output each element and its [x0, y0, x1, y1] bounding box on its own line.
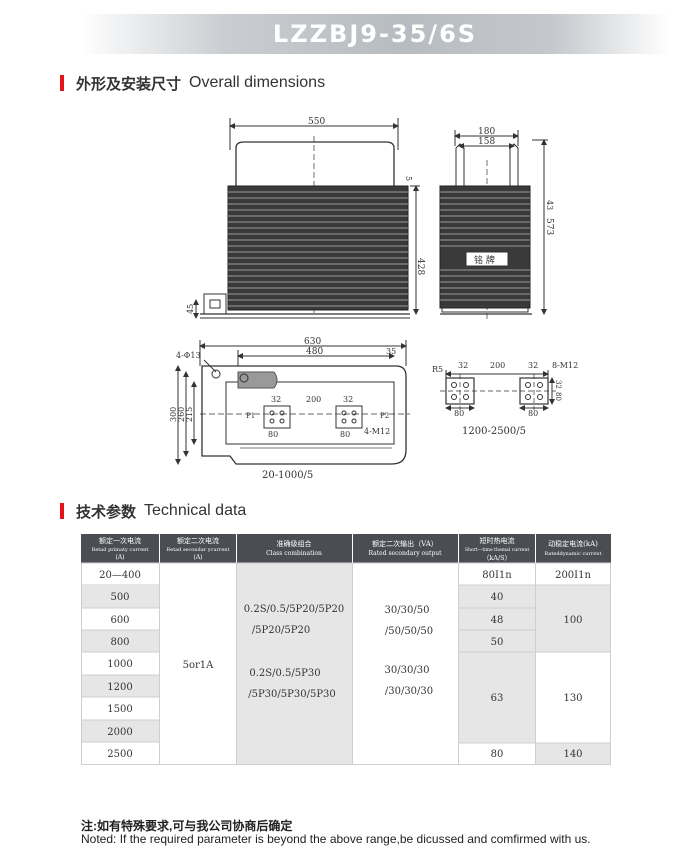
class-group2-line1: 0.2S/0.5/5P30	[249, 668, 320, 679]
header-primary-en: Retad primaty current	[92, 547, 149, 553]
class-group1-line2: /5P20/5P20	[252, 625, 310, 636]
detail-ratio-label: 1200-2500/5	[462, 426, 526, 437]
dimensions-title-cn: 外形及安装尺寸	[76, 74, 182, 93]
technical-heading: 技术参数 Technical data	[60, 501, 246, 521]
primary-current-cell: 2500	[107, 749, 132, 760]
technical-title-en: Technical data	[144, 502, 247, 519]
dynamic-current-cell: 130	[563, 693, 582, 704]
thermal-current-cell: 80I1n	[482, 570, 512, 581]
side-width-outer-label: 180	[478, 127, 495, 137]
dimensions-heading: 外形及安装尺寸 Overall dimensions	[60, 73, 325, 93]
primary-current-cell: 500	[110, 592, 129, 603]
detail-a-label: 32	[458, 361, 468, 370]
header-dynamic-en: Rateddynamic current	[545, 551, 602, 557]
primary-current-cell: 2000	[107, 727, 132, 738]
terminal-width-2: 80	[340, 430, 350, 439]
heading-accent-bar	[60, 503, 64, 519]
terminal-dim-b: 200	[306, 395, 321, 404]
detail-c-label: 32	[528, 361, 538, 370]
side-height-small-label: 43	[545, 200, 554, 210]
thermal-current-cell: 50	[491, 637, 504, 648]
detail-bolts-label: 8-M12	[552, 361, 578, 370]
terminal-p2-label: P2	[380, 412, 389, 420]
detail-b-label: 200	[490, 361, 505, 370]
primary-current-cell: 800	[110, 637, 129, 648]
thermal-current-cell: 48	[491, 615, 504, 626]
product-model-title: LZZBJ9-35/6S	[272, 20, 478, 48]
front-small-dim-label: 5	[404, 176, 413, 181]
header-secondary-en: Retad secondar ycurrent	[166, 547, 229, 553]
header-primary-cn: 额定一次电流	[99, 536, 141, 545]
header-class-cn: 准确级组合	[277, 539, 312, 548]
header-secondary-cn: 额定二次电流	[177, 536, 219, 545]
side-width-inner-label: 158	[478, 137, 495, 147]
technical-data-table: 额定一次电流 Retad primaty current (A) 额定二次电流 …	[81, 534, 611, 765]
dynamic-current-cell: 100	[563, 615, 582, 626]
detail-w1-label: 80	[454, 409, 464, 418]
front-height-label: 428	[415, 258, 425, 275]
detail-h2-label: 80	[554, 392, 562, 401]
secondary-current-cell: 5or1A	[183, 660, 215, 671]
technical-title-cn: 技术参数	[76, 502, 137, 521]
terminal-p1-label: P1	[246, 412, 255, 420]
note-en: Noted: If the required parameter is beyo…	[81, 832, 591, 846]
nameplate-label: 铭 牌	[474, 254, 495, 266]
header-thermal-unit: （kA/S）	[483, 554, 511, 562]
front-view-drawing: 550 428 5 45	[186, 117, 425, 319]
class-group1-line1: 0.2S/0.5/5P20/5P20	[244, 604, 344, 615]
side-height-label: 573	[544, 218, 554, 235]
detail-h1-label: 32	[554, 380, 562, 389]
detail-r-label: R5	[432, 365, 443, 374]
header-dynamic-cn: 动稳定电流(kA)	[548, 539, 598, 548]
primary-current-cell: 20—400	[99, 570, 141, 581]
output-group2-line1: 30/30/30	[385, 665, 430, 676]
plan-view-drawing: 630 480 35 4-Φ13 32 200 32 80 80 4-M12 P…	[169, 337, 410, 481]
title-banner: LZZBJ9-35/6S	[80, 14, 670, 54]
technical-drawings: 550 428 5 45	[169, 117, 578, 481]
primary-current-cell: 600	[110, 615, 129, 626]
plan-height-outer-label: 300	[169, 407, 178, 422]
thermal-current-cell: 80	[491, 749, 504, 760]
heading-accent-bar	[60, 75, 64, 91]
plan-holes-label: 4-Φ13	[176, 351, 201, 360]
plan-right-dim-label: 35	[386, 347, 396, 356]
header-thermal-cn: 短时热电流	[480, 536, 515, 545]
header-primary-unit: (A)	[115, 554, 124, 561]
primary-current-cell: 1000	[107, 659, 132, 670]
header-class-en: Class combination	[266, 550, 322, 557]
plan-width-label: 630	[304, 337, 321, 347]
primary-current-cell: 1200	[107, 682, 132, 693]
terminal-bolts-label: 4-M12	[364, 427, 390, 436]
plan-ratio-label: 20-1000/5	[262, 470, 313, 481]
front-width-label: 550	[308, 117, 325, 127]
dimensions-title-en: Overall dimensions	[189, 74, 326, 91]
primary-current-cell: 1500	[107, 704, 132, 715]
dynamic-current-cell: 140	[563, 749, 582, 760]
output-group1-line2: /50/50/50	[385, 626, 433, 637]
header-secondary-unit: (A)	[193, 554, 202, 561]
plan-inner-width-label: 480	[306, 347, 323, 357]
class-group2-line2: /5P30/5P30/5P30	[248, 689, 336, 700]
plan-height-mid-label: 260	[177, 407, 186, 422]
front-foot-label: 45	[186, 304, 195, 314]
terminal-detail-drawing: R5 32 200 32 8-M12 80 80 32 80 1200-2500…	[432, 361, 578, 437]
note-cn: 注:如有特殊要求,可与我公司协商后确定	[81, 819, 293, 833]
side-view-drawing: 180 158 铭 牌 573 43	[439, 127, 554, 320]
detail-w2-label: 80	[528, 409, 538, 418]
output-group2-line2: /30/30/30	[385, 686, 433, 697]
thermal-current-cell: 63	[491, 693, 504, 704]
header-output-en: Rated secondary output	[369, 550, 443, 557]
terminal-dim-a: 32	[271, 395, 281, 404]
thermal-current-cell: 40	[491, 592, 504, 603]
header-thermal-en: Short—time themal current	[465, 547, 530, 553]
dynamic-current-cell: 200I1n	[555, 570, 591, 581]
header-output-cn: 额定二次输出（VA）	[372, 539, 438, 548]
terminal-dim-c: 32	[343, 395, 353, 404]
terminal-width-1: 80	[268, 430, 278, 439]
plan-height-inner-label: 215	[185, 407, 194, 422]
output-group1-line1: 30/30/50	[385, 605, 430, 616]
